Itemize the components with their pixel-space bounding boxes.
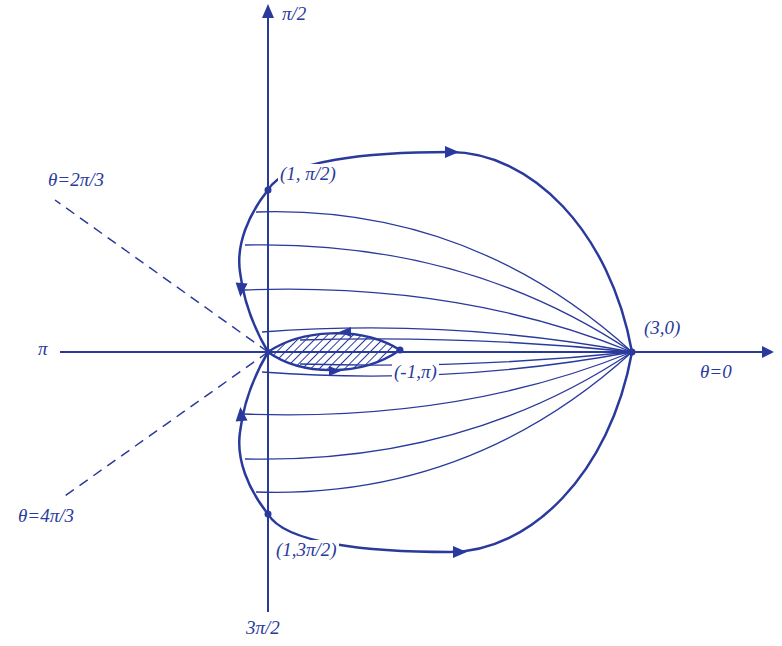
axis-label: π bbox=[36, 339, 50, 360]
dashed-ray bbox=[62, 352, 268, 498]
angle-label: θ=2π/3 bbox=[46, 170, 106, 191]
point-label: (1, π/2) bbox=[278, 164, 338, 185]
curve-points bbox=[265, 187, 636, 518]
angle-label: θ=4π/3 bbox=[16, 506, 76, 527]
limacon-curve bbox=[239, 152, 632, 552]
polar-axis bbox=[60, 351, 762, 353]
point-label: (-1,π) bbox=[392, 362, 439, 383]
vertical-axis bbox=[267, 16, 269, 612]
axis-arrow bbox=[262, 4, 274, 18]
axis-label: 3π/2 bbox=[244, 618, 282, 639]
angle-label: θ=0 bbox=[698, 362, 734, 383]
axis-arrow bbox=[762, 346, 774, 358]
dashed-ray bbox=[55, 200, 268, 352]
hatched-inner-loop bbox=[268, 333, 400, 370]
axis-label: π/2 bbox=[280, 4, 308, 25]
point-label: (1,3π/2) bbox=[274, 540, 339, 561]
direction-arrows bbox=[234, 146, 467, 558]
shading-lines bbox=[244, 212, 632, 493]
point-label: (3,0) bbox=[642, 318, 682, 339]
